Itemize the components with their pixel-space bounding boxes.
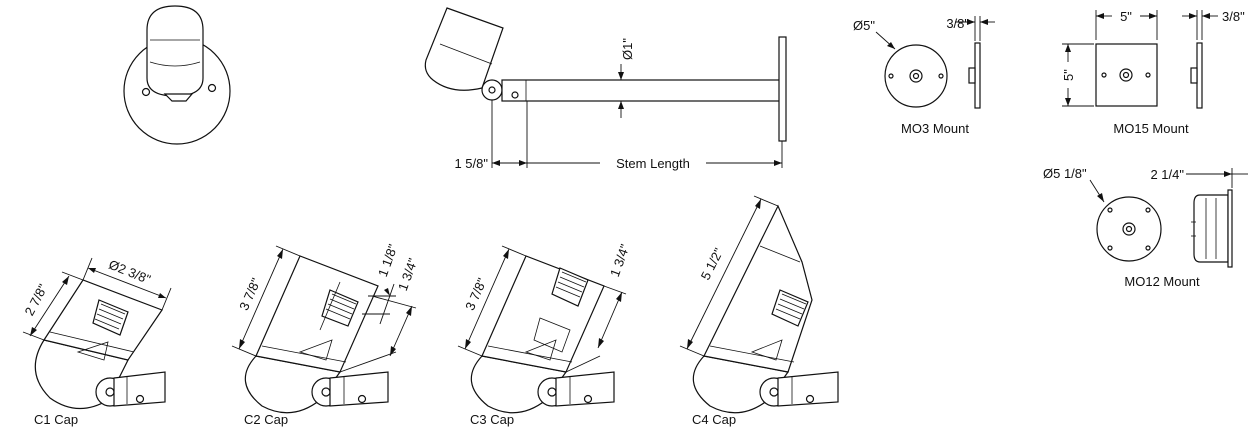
mo12-mount-label: MO12 Mount (1124, 274, 1200, 289)
c3-cap-label: C3 Cap (470, 412, 514, 427)
mo15-width-label: 5" (1120, 9, 1132, 24)
front-view (123, 5, 231, 145)
mo3-mount-label: MO3 Mount (901, 121, 969, 136)
c3-fins (524, 267, 589, 361)
c4-cap: 5 1/2" C4 Cap (679, 195, 839, 427)
mo15-mount-label: MO15 Mount (1113, 121, 1189, 136)
mo3-depth-label: 3/8" (946, 16, 969, 31)
side-view: Ø1" 1 5/8" Stem Length (424, 7, 787, 171)
c3-height-label: 3 7/8" (462, 275, 489, 312)
stem-diameter-label: Ø1" (620, 38, 635, 60)
c3-cap: 3 7/8" 1 3/4" C3 Cap (457, 242, 633, 427)
c2-height-label: 3 7/8" (236, 275, 263, 312)
mo12-depth-label: 2 1/4" (1150, 167, 1184, 182)
c1-cap: 2 7/8" Ø2 3/8" C1 Cap (22, 257, 172, 427)
offset-label: 1 5/8" (454, 156, 488, 171)
c1-height-label: 2 7/8" (22, 281, 51, 318)
c3-dim-a-label: 1 3/4" (607, 242, 633, 279)
mo12-mount: Ø5 1/8" 2 1/4" MO12 Mount (1043, 166, 1248, 289)
c4-cap-label: C4 Cap (692, 412, 736, 427)
c2-fins (298, 281, 359, 361)
mo3-mount: Ø5" 3/8" MO3 Mount (853, 16, 995, 136)
c1-fins (76, 299, 129, 361)
mo15-depth-label: 3/8" (1222, 9, 1245, 24)
c1-cap-label: C1 Cap (34, 412, 78, 427)
c2-cap-label: C2 Cap (244, 412, 288, 427)
c4-fins (750, 289, 809, 361)
stem-length-label: Stem Length (616, 156, 690, 171)
c2-dim-b-label: 1 3/4" (395, 256, 421, 293)
c2-dim-a-label: 1 1/8" (375, 242, 401, 279)
c2-cap: 3 7/8" 1 1/8" 1 3/4" C2 Cap (231, 242, 421, 427)
mo12-diameter-label: Ø5 1/8" (1043, 166, 1087, 181)
mo15-height-label: 5" (1061, 69, 1076, 81)
mo3-diameter-label: Ø5" (853, 18, 875, 33)
mo15-mount: 5" 5" 3/8" MO15 Mount (1061, 9, 1245, 136)
c1-diameter-label: Ø2 3/8" (107, 257, 153, 287)
